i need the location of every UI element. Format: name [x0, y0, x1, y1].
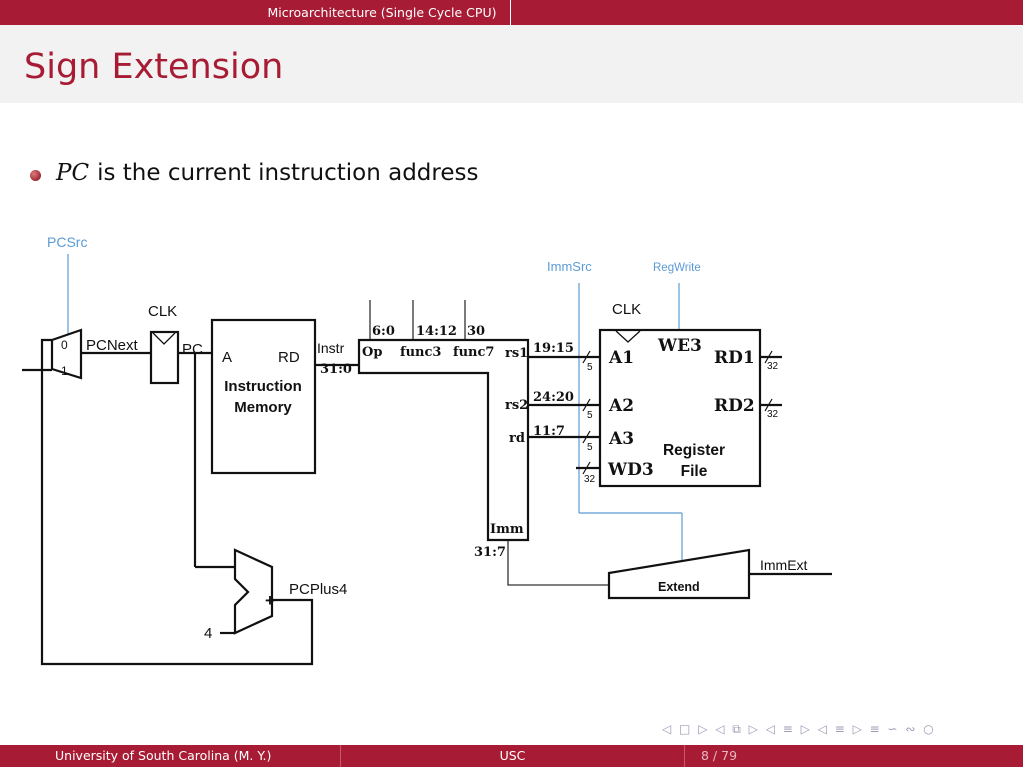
width-5-label: 5	[587, 442, 593, 453]
regwrite-label: RegWrite	[653, 262, 701, 274]
bullet-text: PC is the current instruction address	[56, 160, 478, 186]
width-5-label: 5	[587, 410, 593, 421]
imem-title: Instruction	[224, 378, 302, 395]
mux-input-1: 1	[61, 364, 68, 378]
field-bit-30: 30	[467, 324, 485, 339]
imm-label: Imm	[490, 522, 524, 537]
bits-31-7-label: 31:7	[474, 545, 506, 560]
title-bar: Sign Extension	[0, 25, 1023, 103]
pc-register	[149, 330, 180, 385]
footer-institute: USC	[340, 745, 685, 767]
imem-rd-label: RD	[278, 349, 300, 366]
op-label: Op	[362, 345, 382, 360]
clk-label: CLK	[612, 301, 641, 318]
rd-label: rd	[509, 431, 525, 446]
funct7-label: func7	[453, 345, 494, 360]
mux-input-0: 0	[61, 338, 68, 352]
top-bar: Microarchitecture (Single Cycle CPU)	[0, 0, 1023, 25]
port-a3-label: A3	[608, 429, 634, 449]
imem-a-label: A	[222, 349, 232, 366]
bus-slashes	[582, 350, 773, 475]
immext-label: ImmExt	[760, 557, 808, 573]
page-number: 8 / 79	[701, 748, 738, 763]
bits-19-15-label: 19:15	[533, 341, 574, 356]
port-rd1-label: RD1	[714, 348, 755, 368]
width-5-label: 5	[587, 362, 593, 373]
imem-title: Memory	[234, 399, 292, 416]
rs2-label: rs2	[505, 398, 528, 413]
slide-title: Sign Extension	[24, 47, 284, 87]
port-a2-label: A2	[608, 396, 634, 416]
instruction-decode-bus	[357, 338, 530, 542]
serif-labels: 6:0 14:12 30 31:0 Op func3 func7 rs1 rs2…	[320, 324, 755, 560]
field-bits-6-0: 6:0	[372, 324, 395, 339]
clock-marks	[152, 330, 641, 345]
rf-clock-icon	[615, 330, 641, 343]
immsrc-label: ImmSrc	[547, 259, 592, 274]
extend-label: Extend	[658, 580, 700, 594]
field-bits-14-12: 14:12	[416, 324, 457, 339]
control-labels: PCSrc ImmSrc RegWrite	[47, 234, 701, 274]
bullet-math: PC	[56, 160, 90, 186]
rs1-label: rs1	[505, 346, 528, 361]
port-rd2-label: RD2	[714, 396, 755, 416]
pcplus4-label: PCPlus4	[289, 581, 347, 598]
pcsrc-label: PCSrc	[47, 234, 87, 250]
funct3-label: func3	[400, 345, 441, 360]
width-32-label: 32	[767, 409, 779, 420]
pc-label: PC	[182, 341, 203, 358]
extend-unit	[607, 548, 751, 600]
constant-four-label: 4	[204, 625, 212, 642]
footer-author-text: University of South Carolina (M. Y.)	[55, 748, 272, 763]
port-a1-label: A1	[608, 348, 634, 368]
pc-mux	[50, 328, 83, 380]
regfile-title: Register	[663, 442, 725, 459]
instr-label: Instr	[317, 340, 345, 356]
pcnext-label: PCNext	[86, 337, 139, 354]
width-32-label: 32	[584, 474, 596, 485]
footer-bar: University of South Carolina (M. Y.) USC…	[0, 745, 1023, 767]
regfile-title: File	[681, 463, 708, 480]
port-we3-label: WE3	[657, 336, 702, 356]
sans-labels: CLK CLK 0 1 PCNext PC A RD Instruction M…	[61, 301, 808, 642]
instruction-memory	[210, 318, 317, 475]
section-title[interactable]: Microarchitecture (Single Cycle CPU)	[254, 0, 511, 25]
pc-clock-icon	[152, 332, 176, 345]
register-file	[598, 328, 762, 488]
bits-11-7-label: 11:7	[533, 424, 565, 439]
clk-label: CLK	[148, 303, 177, 320]
beamer-navigation[interactable]: ◁ □ ▷ ◁ ⧉ ▷ ◁ ≡ ▷ ◁ ≡ ▷ ≡ ∽ ∾ ○	[662, 722, 936, 736]
bus-width-labels: 5 5 5 32 32 32	[584, 361, 779, 485]
thin-wires	[369, 300, 609, 586]
pc-adder	[233, 548, 274, 635]
instr-width-label: 31:0	[320, 362, 352, 377]
port-wd3-label: WD3	[607, 460, 654, 480]
wires	[22, 338, 832, 666]
bits-24-20-label: 24:20	[533, 390, 574, 405]
blocks	[50, 318, 762, 635]
bullet-icon	[30, 170, 41, 181]
control-lines	[67, 254, 683, 560]
footer-author: University of South Carolina (M. Y.)	[0, 745, 340, 767]
bullet-body: is the current instruction address	[97, 160, 479, 186]
footer-page: 8 / 79	[683, 745, 1023, 767]
width-32-label: 32	[767, 361, 779, 372]
plus-icon: +	[265, 591, 275, 610]
